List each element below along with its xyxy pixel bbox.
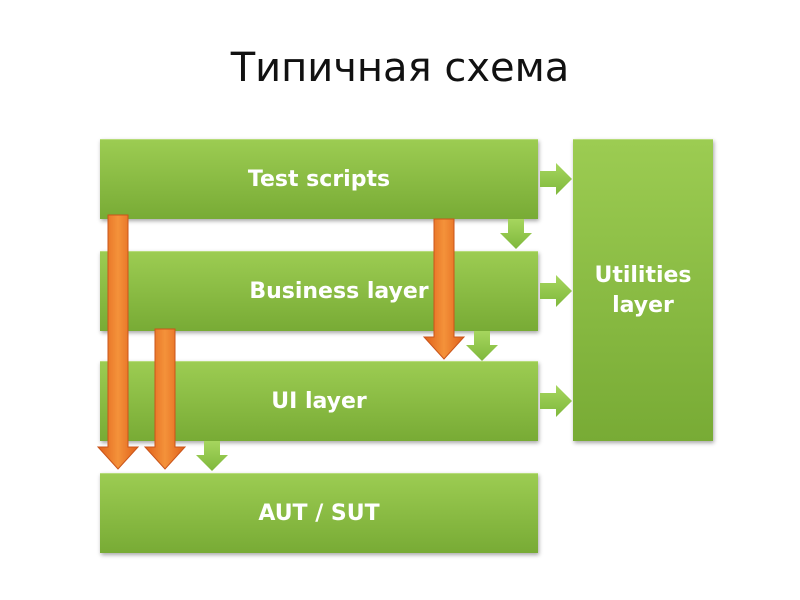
arrow-down-ui-to-aut	[196, 441, 228, 471]
test-scripts-label: Test scripts	[247, 166, 391, 192]
orange-arrow-test-to-aut	[96, 214, 140, 470]
ui-layer-label: UI layer	[271, 388, 367, 414]
arrow-right-business-layer	[540, 275, 572, 307]
slide-title: Типичная схема	[230, 45, 570, 91]
utilities-label-line2: layer	[612, 292, 674, 318]
business-layer-label: Business layer	[249, 278, 429, 304]
arrow-right-ui-layer	[540, 385, 572, 417]
utilities-layer-box: Utilities layer	[573, 139, 713, 441]
aut-sut-label: AUT / SUT	[258, 500, 380, 526]
test-scripts-box: Test scripts	[100, 139, 538, 219]
arrow-right-test-scripts	[540, 163, 572, 195]
arrow-down-test-to-business	[500, 219, 532, 249]
orange-arrow-business-to-aut	[143, 328, 187, 470]
arrow-down-business-to-ui	[466, 331, 498, 361]
aut-sut-box: AUT / SUT	[100, 473, 538, 553]
business-layer-box: Business layer	[100, 251, 538, 331]
utilities-label-line1: Utilities	[594, 262, 692, 288]
orange-arrow-test-to-ui	[422, 218, 466, 360]
